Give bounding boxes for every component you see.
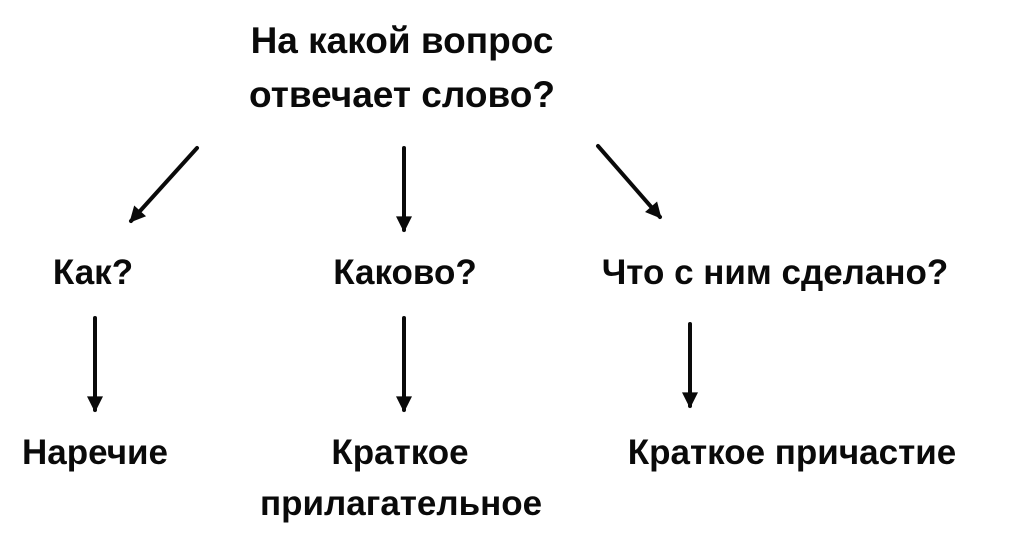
question-node-1: Как? xyxy=(52,253,134,292)
question-node-3: Что с ним сделано? xyxy=(601,253,949,292)
answer-node-2: Краткое прилагательное xyxy=(260,433,543,523)
question-node-2: Каково? xyxy=(333,253,477,292)
answer-node-3: Краткое причастие xyxy=(627,433,957,472)
answer-node-1: Наречие xyxy=(21,433,169,472)
diagram-title: На какой вопрос отвечает слово? xyxy=(249,20,555,115)
arrow-title-to-question-1-icon xyxy=(129,146,199,223)
arrow-title-to-question-3-icon xyxy=(596,144,662,219)
